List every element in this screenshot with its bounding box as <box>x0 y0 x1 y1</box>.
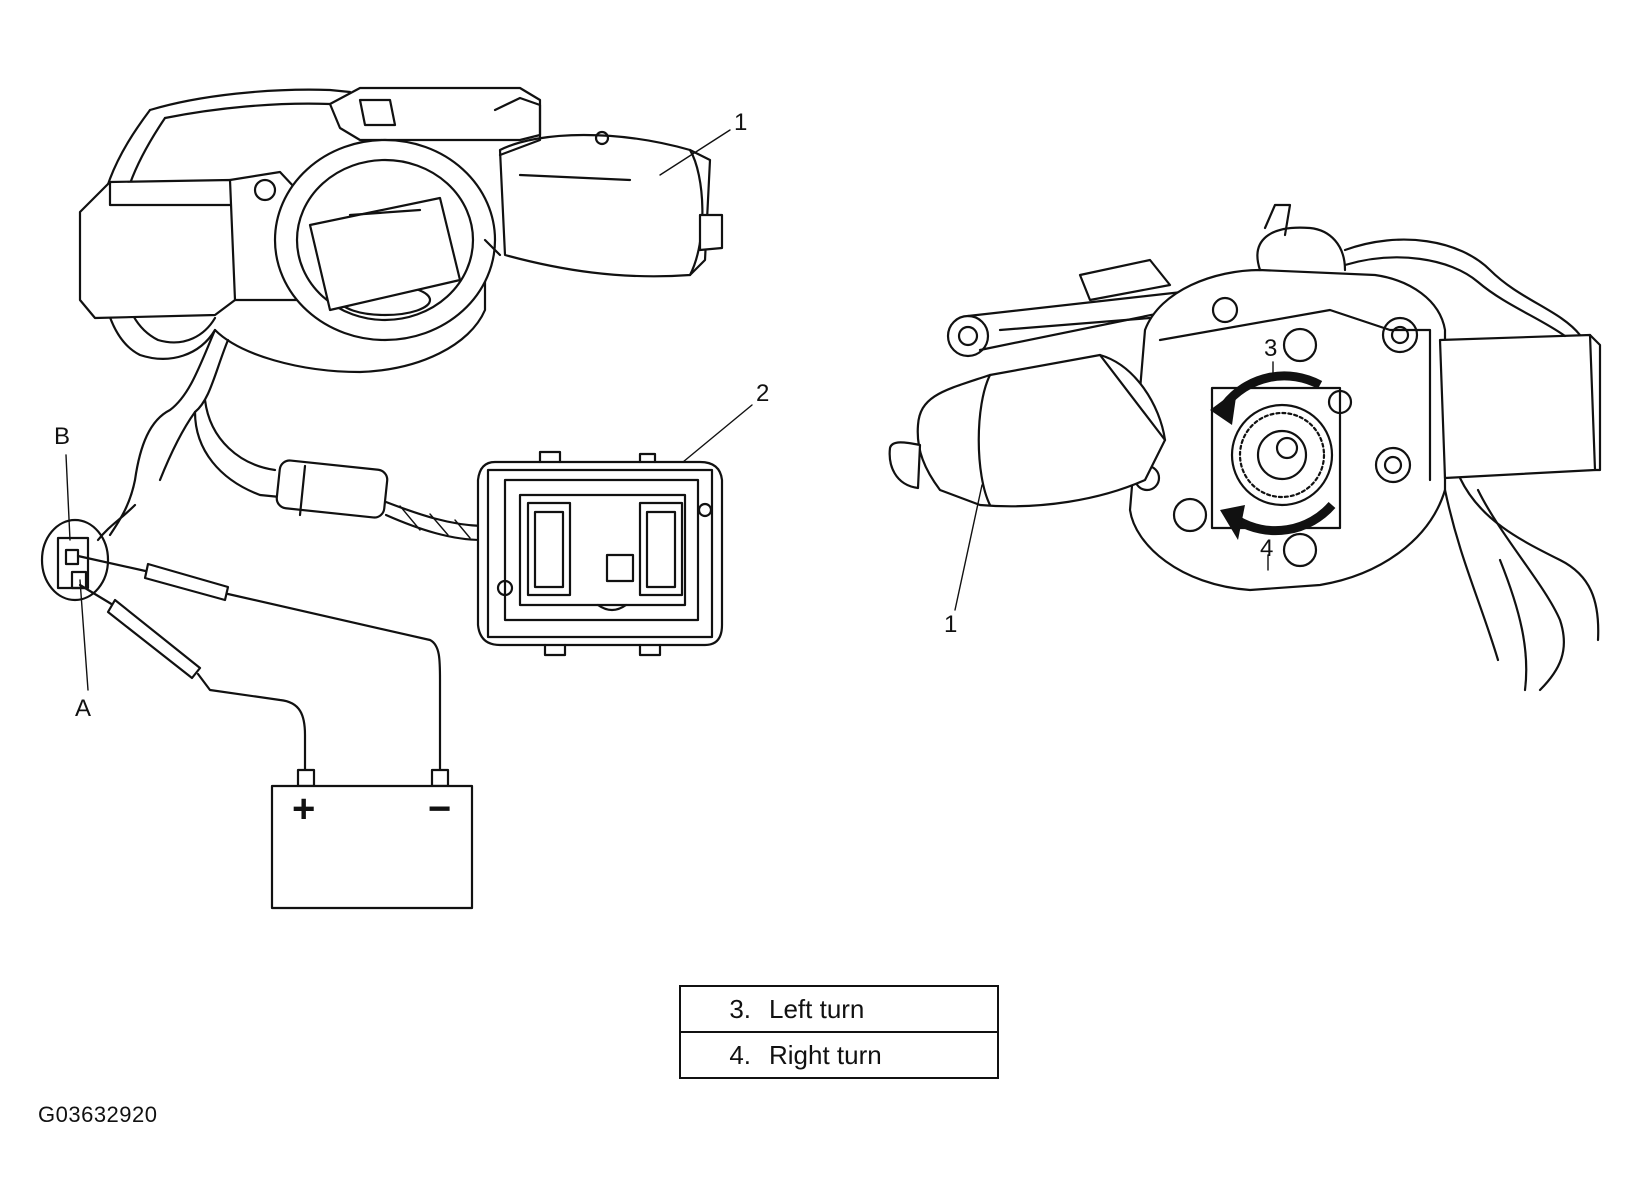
battery-icon <box>270 784 474 910</box>
callout-motor-left: 1 <box>734 109 747 136</box>
left-wiring-harness <box>108 328 484 542</box>
figure-code: G03632920 <box>38 1102 158 1127</box>
callout-right-turn: 4 <box>1260 535 1273 562</box>
legend-table: 3. Left turn 4. Right turn <box>679 985 999 1079</box>
callout-leaders <box>65 129 1274 691</box>
legend-row-left-turn: 3. Left turn <box>681 987 997 1031</box>
terminal-b-label: B <box>54 423 70 450</box>
switch-module <box>476 450 724 657</box>
motor-connector <box>40 503 137 602</box>
terminal-a-label: A <box>75 695 91 722</box>
legend-number: 4. <box>729 1039 751 1070</box>
legend-row-right-turn: 4. Right turn <box>681 1031 997 1077</box>
left-turn-arrow-icon <box>1210 390 1237 425</box>
callout-motor-right: 1 <box>944 611 957 638</box>
left-motor-assembly <box>78 86 724 374</box>
right-turn-arrow-icon <box>1220 505 1245 540</box>
legend-number: 3. <box>729 993 751 1024</box>
legend-text: Left turn <box>769 993 865 1024</box>
right-motor-assembly <box>888 203 1602 692</box>
battery-minus-label: − <box>428 787 451 831</box>
legend-text: Right turn <box>769 1039 882 1070</box>
battery-plus-label: + <box>292 787 315 831</box>
callout-left-turn: 3 <box>1264 335 1277 362</box>
callout-switch: 2 <box>756 380 769 407</box>
battery-test-leads <box>76 554 474 910</box>
